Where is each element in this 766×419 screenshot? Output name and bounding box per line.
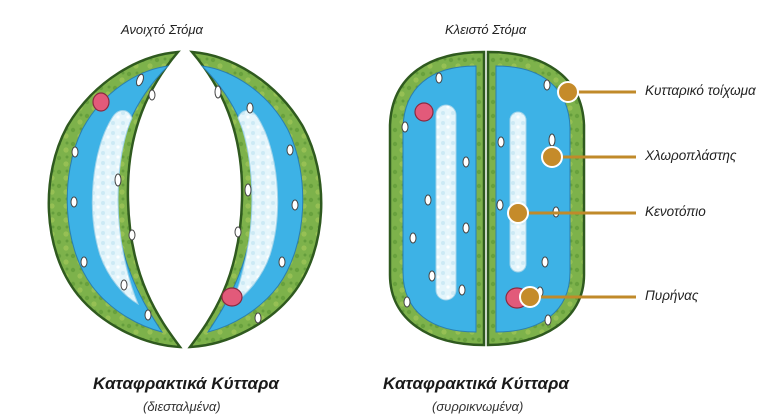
chloroplast <box>115 174 121 186</box>
chloroplast <box>247 103 253 113</box>
chloroplast <box>498 137 504 147</box>
chloroplast <box>429 271 435 281</box>
chloroplast <box>549 134 555 146</box>
closed-left-guard-cell <box>390 52 484 345</box>
chloroplast <box>542 257 548 267</box>
chloroplast <box>544 80 550 90</box>
closed-title: Καταφρακτικά Κύτταρα <box>383 374 569 394</box>
chloroplast <box>545 315 551 325</box>
label-vacuole: Κενοτόπιο <box>645 204 706 219</box>
chloroplast <box>463 223 469 233</box>
closed-left-vacuole <box>436 105 456 300</box>
chloroplast <box>459 285 465 295</box>
chloroplast <box>235 227 241 237</box>
chloroplast <box>410 233 416 243</box>
open-stoma-caption: Ανοιχτό Στόμα <box>121 22 203 37</box>
vacuole-marker <box>508 203 528 223</box>
chloroplast <box>149 90 155 100</box>
label-nucleus: Πυρήνας <box>645 288 698 303</box>
chloroplast <box>287 145 293 155</box>
cell-wall-marker <box>558 82 578 102</box>
chloroplast <box>71 197 77 207</box>
label-chloroplast: Χλωροπλάστης <box>645 148 736 163</box>
chloroplast <box>292 200 298 210</box>
closed-subtitle: (συρρικνωμένα) <box>432 399 523 414</box>
chloroplast <box>81 257 87 267</box>
closed-left-nucleus <box>415 103 433 121</box>
chloroplast <box>255 313 261 323</box>
open-stoma <box>49 52 321 347</box>
closed-stoma-caption: Κλειστό Στόμα <box>445 22 526 37</box>
chloroplast <box>215 86 221 98</box>
chloroplast <box>279 257 285 267</box>
nucleus-marker <box>520 287 540 307</box>
chloroplast <box>145 310 151 320</box>
open-title: Καταφρακτικά Κύτταρα <box>93 374 279 394</box>
chloroplast <box>497 200 503 210</box>
chloroplast <box>425 195 431 205</box>
chloroplast-marker <box>542 147 562 167</box>
chloroplast <box>404 297 410 307</box>
open-subtitle: (διεσταλμένα) <box>143 399 221 414</box>
chloroplast <box>402 122 408 132</box>
chloroplast <box>463 157 469 167</box>
chloroplast <box>245 184 251 196</box>
open-right-guard-cell <box>190 52 321 347</box>
open-right-nucleus <box>222 288 242 306</box>
chloroplast <box>129 230 135 240</box>
closed-right-vacuole <box>510 112 526 272</box>
chloroplast <box>436 73 442 83</box>
closed-stoma <box>390 52 584 345</box>
chloroplast <box>121 280 127 290</box>
open-left-guard-cell <box>49 52 180 347</box>
chloroplast <box>72 147 78 157</box>
open-left-nucleus <box>93 93 109 111</box>
label-cell-wall: Κυτταρικό τοίχωμα <box>645 83 756 98</box>
